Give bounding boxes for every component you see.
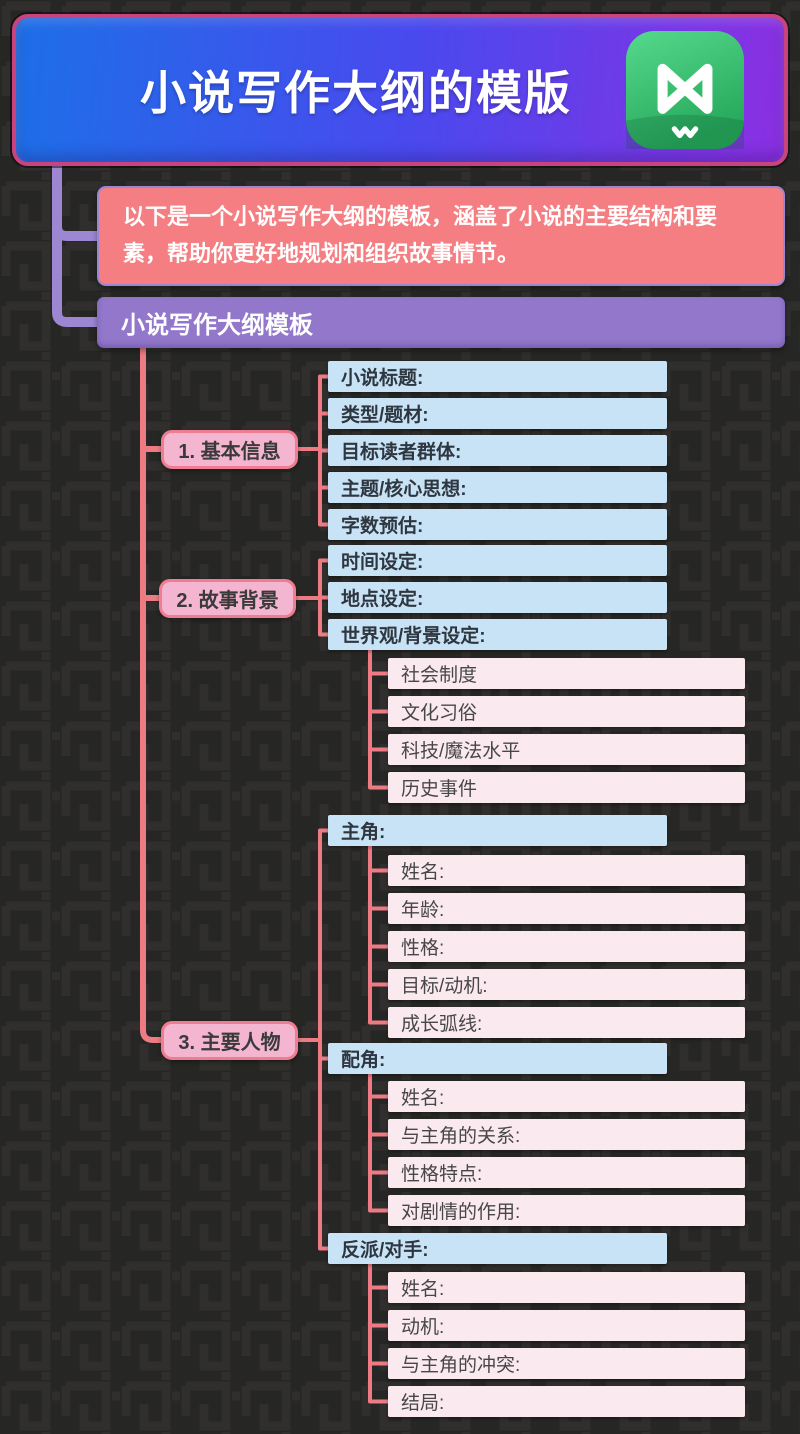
row-historical-events: 历史事件 (388, 772, 745, 803)
row-protagonist: 主角: (328, 815, 667, 846)
branch-main-characters: 3. 主要人物 (161, 1021, 298, 1060)
row-protagonist-personality: 性格: (388, 931, 745, 962)
row-genre: 类型/题材: (328, 398, 667, 429)
row-time-setting: 时间设定: (328, 545, 667, 576)
row-supporting-role: 配角: (328, 1043, 667, 1074)
row-antagonist-conflict: 与主角的冲突: (388, 1348, 745, 1379)
row-protagonist-arc: 成长弧线: (388, 1007, 745, 1038)
row-supporting-traits: 性格特点: (388, 1157, 745, 1188)
branch-basic-info: 1. 基本信息 (161, 430, 298, 469)
row-antagonist-motive: 动机: (388, 1310, 745, 1341)
row-word-count: 字数预估: (328, 509, 667, 540)
map-title: 小说写作大纲的模版 (140, 67, 572, 119)
note-box: 以下是一个小说写作大纲的模板，涵盖了小说的主要结构和要素，帮助你更好地规划和组织… (97, 186, 785, 286)
row-supporting-name: 姓名: (388, 1081, 745, 1112)
row-protagonist-age: 年龄: (388, 893, 745, 924)
row-worldview-setting: 世界观/背景设定: (328, 619, 667, 650)
row-theme: 主题/核心思想: (328, 472, 667, 503)
row-novel-title: 小说标题: (328, 361, 667, 392)
branch-story-background: 2. 故事背景 (159, 579, 296, 618)
row-protagonist-goal: 目标/动机: (388, 969, 745, 1000)
row-place-setting: 地点设定: (328, 582, 667, 613)
row-tech-magic-level: 科技/魔法水平 (388, 734, 745, 765)
row-supporting-relationship: 与主角的关系: (388, 1119, 745, 1150)
row-protagonist-name: 姓名: (388, 855, 745, 886)
central-topic: 小说写作大纲的模版 (12, 14, 788, 166)
row-antagonist-name: 姓名: (388, 1272, 745, 1303)
main-topic-bar: 小说写作大纲模板 (97, 297, 785, 348)
row-target-readers: 目标读者群体: (328, 435, 667, 466)
row-antagonist: 反派/对手: (328, 1233, 667, 1264)
xmind-logo-icon (626, 31, 744, 149)
row-culture-customs: 文化习俗 (388, 696, 745, 727)
row-supporting-plot-role: 对剧情的作用: (388, 1195, 745, 1226)
row-antagonist-ending: 结局: (388, 1386, 745, 1417)
row-social-system: 社会制度 (388, 658, 745, 689)
